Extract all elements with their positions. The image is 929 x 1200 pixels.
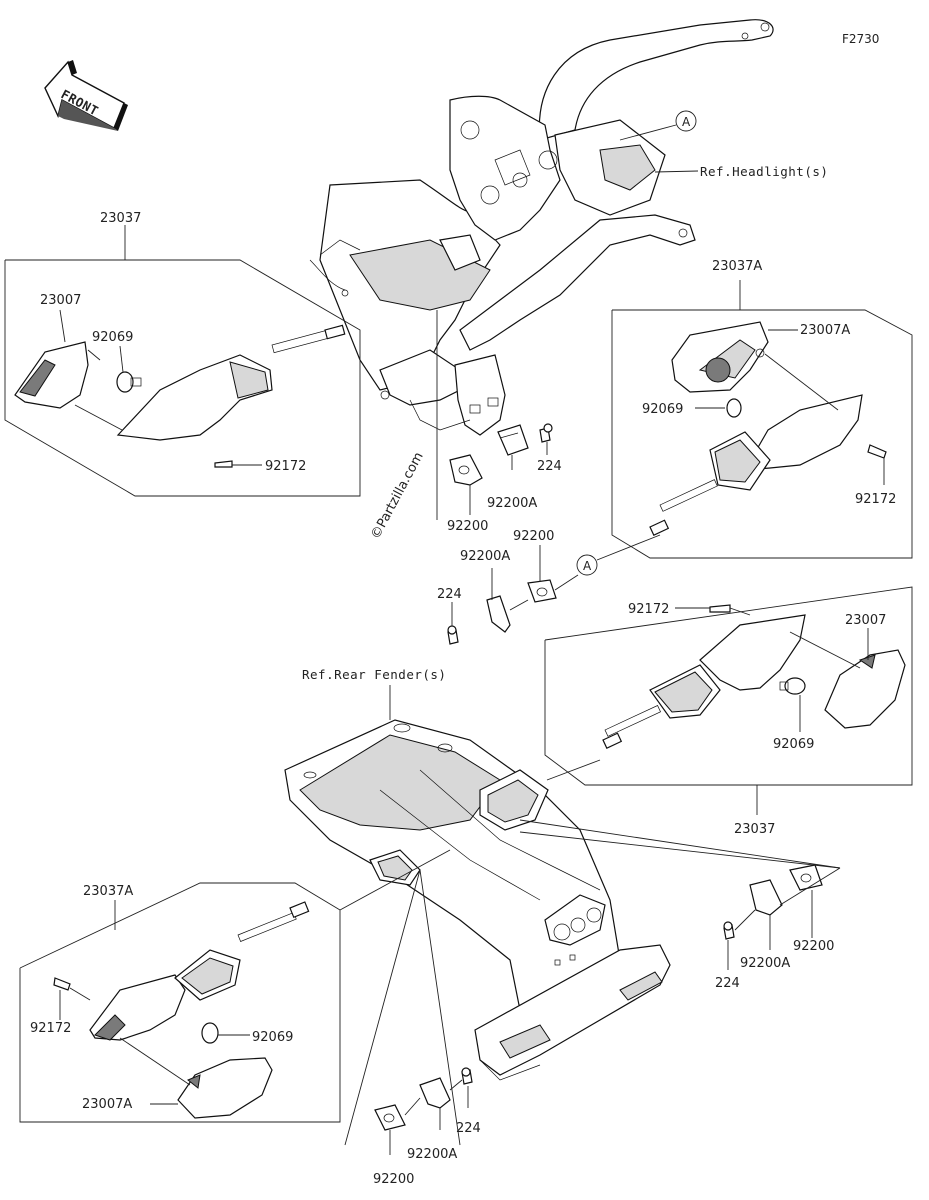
- label-23037A-right-front: 23037A: [712, 259, 762, 274]
- label-23007A-rear-left: 23007A: [82, 1097, 132, 1112]
- label-92200-upper: 92200: [447, 519, 488, 534]
- callout-a-top: [675, 110, 697, 132]
- figure-code: F2730: [842, 32, 879, 46]
- rear-fender: [284, 719, 841, 1081]
- turn-signal-assy-right-front: [611, 280, 913, 559]
- label-92200-right-lower: 92200: [793, 939, 834, 954]
- watermark: ©Partzilla.com: [368, 450, 426, 542]
- ref-rear-fender-label: Ref.Rear Fender(s): [302, 667, 446, 682]
- label-92200-bottom: 92200: [373, 1172, 414, 1187]
- label-23007A-right-front: 23007A: [800, 323, 850, 338]
- front-arrow-icon: FRONT: [44, 60, 128, 131]
- label-92069-rear-left: 92069: [252, 1030, 293, 1045]
- turn-signal-assy-rear-right: [544, 586, 913, 815]
- label-92200-mid: 92200: [513, 529, 554, 544]
- label-224-bottom: 224: [456, 1121, 481, 1136]
- label-23037-left-front: 23037: [100, 211, 141, 226]
- label-92172-left-front: 92172: [265, 459, 306, 474]
- label-23007-rear-right: 23007: [845, 613, 886, 628]
- upper-subframe: [309, 19, 774, 436]
- label-92069-right-front: 92069: [642, 402, 683, 417]
- label-92200A-right-lower: 92200A: [740, 956, 790, 971]
- label-92172-right-front: 92172: [855, 492, 896, 507]
- label-224-upper: 224: [537, 459, 562, 474]
- label-92200A-bottom: 92200A: [407, 1147, 457, 1162]
- ref-headlight-label: Ref.Headlight(s): [700, 164, 828, 179]
- turn-signal-assy-rear-left: [19, 849, 451, 1123]
- callout-a-top-label: A: [682, 115, 691, 129]
- turn-signal-assy-left-front: [4, 225, 361, 497]
- label-224-right-lower: 224: [715, 976, 740, 991]
- label-23007-left-front: 23007: [40, 293, 81, 308]
- callout-a-mid: [576, 554, 598, 576]
- label-92069-left-front: 92069: [92, 330, 133, 345]
- bottom-hardware: [344, 831, 841, 1155]
- upper-mount-hardware: [436, 310, 553, 520]
- mid-mount-hardware: [447, 545, 579, 645]
- right-lower-hardware: [723, 864, 823, 970]
- label-23037A-rear-left: 23037A: [83, 884, 133, 899]
- label-92200A-mid: 92200A: [460, 549, 510, 564]
- label-23037-rear-right: 23037: [734, 822, 775, 837]
- label-92172-rear-left: 92172: [30, 1021, 71, 1036]
- label-224-mid: 224: [437, 587, 462, 602]
- label-92200A-upper: 92200A: [487, 496, 537, 511]
- callout-a-mid-label: A: [583, 559, 592, 573]
- label-92069-rear-right: 92069: [773, 737, 814, 752]
- label-92172-rear-right: 92172: [628, 602, 669, 617]
